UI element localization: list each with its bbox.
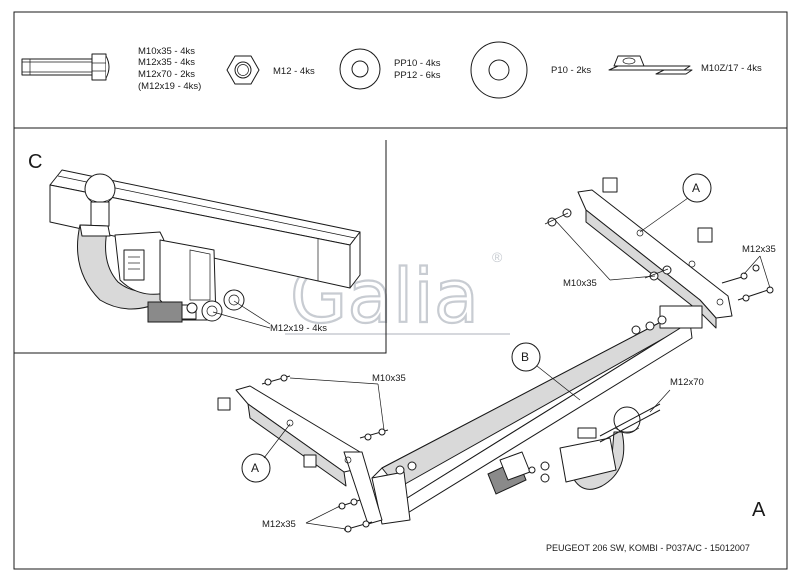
main-view-letter: A: [752, 499, 766, 521]
clip-nut-drawing: [608, 55, 693, 75]
callout-a-top: [682, 173, 712, 203]
crossbar-b: [371, 305, 703, 525]
bracket-a-left: [217, 385, 383, 525]
detail-c-letter: C: [28, 151, 42, 173]
main-assembly-view: A A M10x35 M12x35: [217, 173, 776, 533]
nut-drawing: [226, 55, 260, 85]
bolts-text-4: (M12x19 - 4ks): [138, 81, 201, 92]
label-m12x70: M12x70: [670, 377, 704, 388]
large-washer-text: P10 - 2ks: [551, 65, 591, 76]
detail-c-frame: [14, 140, 387, 354]
washer-text-1: PP10 - 4ks: [394, 58, 441, 69]
socket-bracket: [487, 451, 550, 495]
callout-a-top-text: A: [692, 181, 700, 195]
label-m10x35-left: M10x35: [372, 373, 406, 384]
washer-text-2: PP12 - 6ks: [394, 70, 441, 81]
large-washer-drawing: [470, 41, 528, 99]
label-m12x35-right: M12x35: [742, 244, 776, 255]
clip-nut-text: M10Z/17 - 4ks: [701, 63, 762, 74]
outer-frame: [13, 11, 788, 570]
detail-c: C M12x19 - 4ks: [14, 140, 387, 354]
washer-drawing: [339, 48, 381, 90]
label-m10x35-top: M10x35: [563, 278, 597, 289]
bracket-a-right: [577, 177, 733, 329]
bolt-drawing: [21, 53, 110, 81]
callout-b: [511, 342, 541, 372]
watermark-registered-mark: ®: [492, 249, 503, 265]
bolts-text-2: M12x35 - 4ks: [138, 57, 195, 68]
drawing-footer: PEUGEOT 206 SW, KOMBI - P037A/C - 150120…: [546, 543, 750, 553]
callout-b-text: B: [521, 350, 529, 364]
callout-a-bottom-text: A: [251, 461, 259, 475]
callout-a-bottom: [241, 453, 271, 483]
label-m12x35-bottom: M12x35: [262, 519, 296, 530]
bolts-text-3: M12x70 - 2ks: [138, 69, 195, 80]
bolts-text-1: M10x35 - 4ks: [138, 46, 195, 57]
nut-text: M12 - 4ks: [273, 66, 315, 77]
detail-c-bolt-label: M12x19 - 4ks: [270, 323, 327, 334]
tow-ball: [559, 403, 661, 490]
